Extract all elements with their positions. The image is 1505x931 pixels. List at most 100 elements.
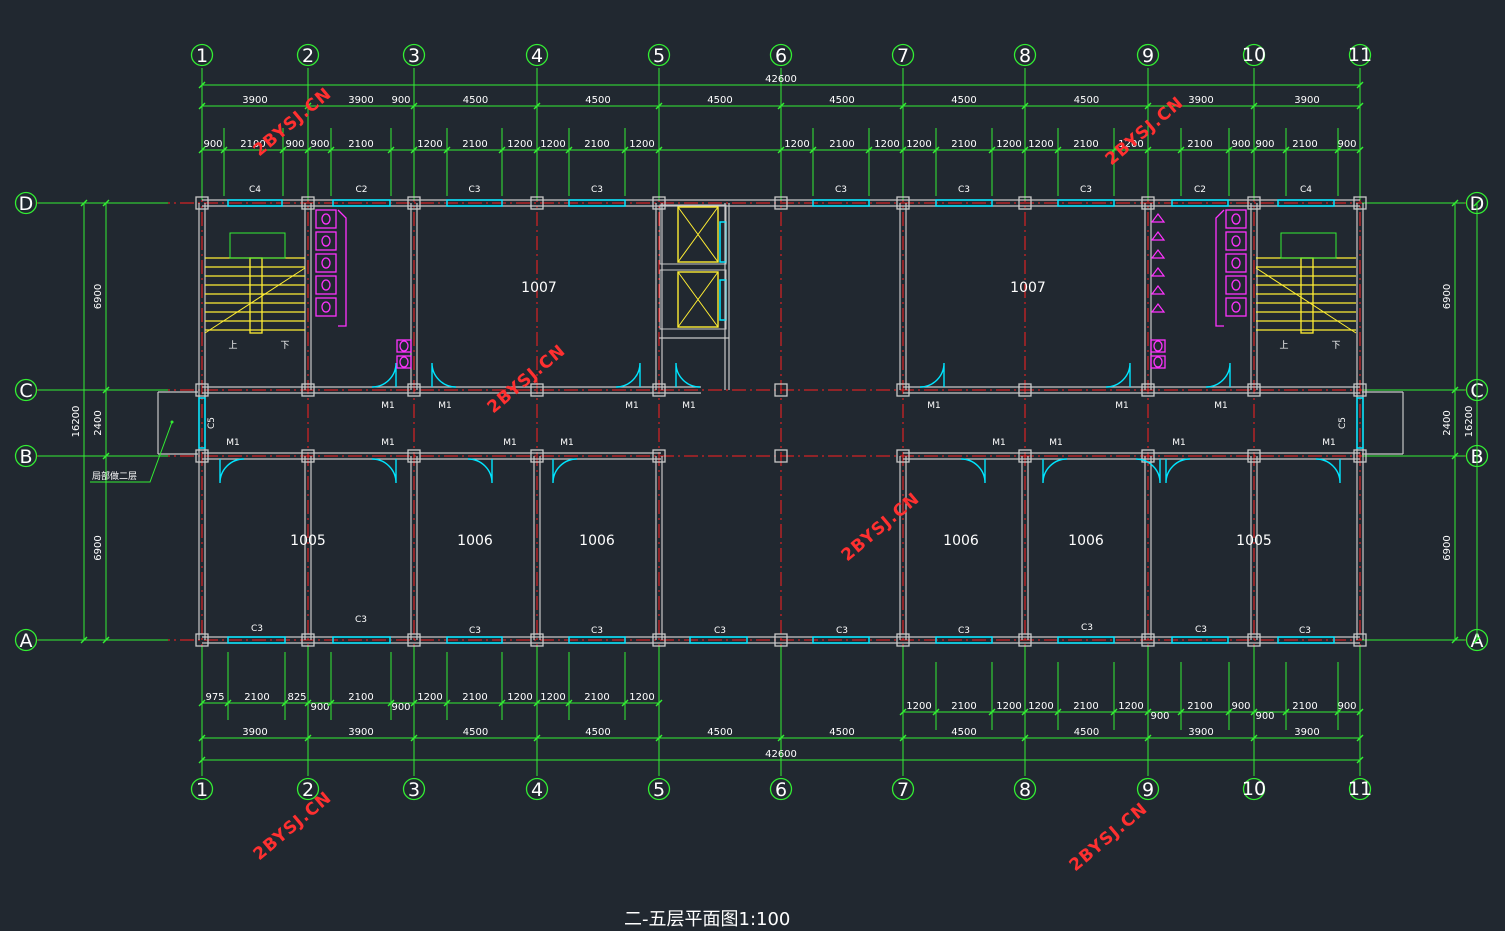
- dimension-detail-top: 1200: [874, 139, 899, 150]
- wash-basin-fixture: [1150, 339, 1166, 353]
- window: [446, 199, 503, 207]
- dimension-vertical-right: 2400: [1442, 410, 1453, 435]
- dimension-tick: [198, 81, 206, 89]
- door-swing: [1165, 458, 1191, 484]
- dimension-tick: [102, 199, 110, 207]
- dimension-tick: [80, 636, 88, 644]
- dimension-tick: [1356, 734, 1364, 742]
- dimension-span-top: 3900: [1294, 95, 1319, 106]
- toilet-fixture-bowl: [321, 235, 331, 247]
- dimension-tick: [1451, 386, 1459, 394]
- dimension-tick: [1473, 636, 1481, 644]
- dimension-detail-bottom: 1200: [540, 692, 565, 703]
- dimension-tick: [1250, 708, 1258, 716]
- window-label-bottom: C3: [958, 626, 970, 636]
- axis-label-A: A: [1471, 630, 1484, 652]
- dimension-tick: [1021, 734, 1029, 742]
- structural-column: [896, 383, 910, 397]
- toilet-fixture-bowl: [321, 279, 331, 291]
- axis-bubble: [14, 628, 38, 652]
- axis-label-2: 2: [302, 779, 314, 801]
- axis-label-3: 3: [408, 45, 420, 67]
- dimension-tick: [220, 146, 228, 154]
- dimension-tick: [899, 734, 907, 742]
- structural-column: [1141, 383, 1155, 397]
- dimension-tick: [533, 699, 541, 707]
- dimension-tick: [1144, 146, 1152, 154]
- dimension-vertical-right: 6900: [1442, 535, 1453, 560]
- dimension-tick: [777, 146, 785, 154]
- window: [689, 636, 748, 644]
- dimension-tick: [1021, 708, 1029, 716]
- dimension-detail-top: 2100: [951, 139, 976, 150]
- toilet-fixture: [1225, 209, 1247, 229]
- dimension-detail-top: 1200: [996, 139, 1021, 150]
- dimension-tick: [1356, 756, 1364, 764]
- dimension-tick: [533, 734, 541, 742]
- axis-bubble: [14, 191, 38, 215]
- dimension-detail-bottom-low: 900: [1150, 711, 1169, 722]
- staircase: [204, 232, 306, 334]
- dimension-tick: [1144, 102, 1152, 110]
- window-label-top: C3: [958, 185, 970, 195]
- axis-bubble: [1348, 43, 1372, 67]
- dimension-detail-top: 2100: [462, 139, 487, 150]
- axis-label-10: 10: [1242, 778, 1266, 800]
- dimension-tick: [279, 146, 287, 154]
- dimension-tick: [899, 146, 907, 154]
- window: [568, 636, 626, 644]
- door-label-lower: M1: [1322, 438, 1336, 448]
- structural-column: [195, 449, 209, 463]
- window-label-side: C5: [207, 417, 217, 429]
- window-side: [1356, 397, 1364, 449]
- window-label-top: C4: [1300, 185, 1312, 195]
- dimension-detail-bottom: 2100: [348, 692, 373, 703]
- dimension-vertical-left: 2400: [93, 410, 104, 435]
- dimension-detail-bottom: 2100: [584, 692, 609, 703]
- dimension-span-top: 3900: [1188, 95, 1213, 106]
- door-label-lower: M1: [381, 438, 395, 448]
- window: [1171, 636, 1229, 644]
- toilet-fixture: [315, 275, 337, 295]
- structural-column: [195, 383, 209, 397]
- structural-column: [530, 633, 544, 647]
- door-label-lower: M1: [992, 438, 1006, 448]
- dimension-tick: [1356, 708, 1364, 716]
- structural-column: [1141, 196, 1155, 210]
- structural-column: [896, 449, 910, 463]
- window: [332, 636, 391, 644]
- urinal-fixture: [1150, 285, 1166, 295]
- axis-bubble: [402, 43, 426, 67]
- dimension-tick: [655, 734, 663, 742]
- axis-bubble: [891, 43, 915, 67]
- dimension-tick: [621, 699, 629, 707]
- dimension-tick: [565, 146, 573, 154]
- dimension-span-top: 4500: [829, 95, 854, 106]
- window: [1277, 636, 1335, 644]
- dimension-detail-top: 900: [310, 139, 329, 150]
- dimension-tick: [410, 146, 418, 154]
- stair-break-line: [1255, 267, 1357, 334]
- window-label-bottom: C3: [591, 626, 603, 636]
- dimension-tick: [1356, 146, 1364, 154]
- dimension-tick: [809, 146, 817, 154]
- urinal-fixture: [1150, 303, 1166, 313]
- door-swing: [1205, 362, 1231, 388]
- structural-column: [652, 633, 666, 647]
- dimension-detail-bottom: 1200: [1028, 701, 1053, 712]
- dimension-detail-top: 1200: [540, 139, 565, 150]
- structural-column: [301, 449, 315, 463]
- dimension-top-extra: 900: [391, 95, 410, 106]
- structural-column: [1247, 449, 1261, 463]
- toilet-fixture-bowl: [1231, 301, 1241, 313]
- dimension-detail-bottom: 2100: [951, 701, 976, 712]
- axis-label-D: D: [19, 193, 34, 215]
- window-label-bottom: C3: [251, 624, 263, 634]
- annotation-note: 局部做二层: [92, 470, 137, 482]
- window: [812, 199, 870, 207]
- structural-column: [530, 196, 544, 210]
- axis-bubble: [296, 777, 320, 801]
- dimension-tick: [102, 452, 110, 460]
- window: [227, 636, 286, 644]
- dimension-detail-bottom: 2100: [1292, 701, 1317, 712]
